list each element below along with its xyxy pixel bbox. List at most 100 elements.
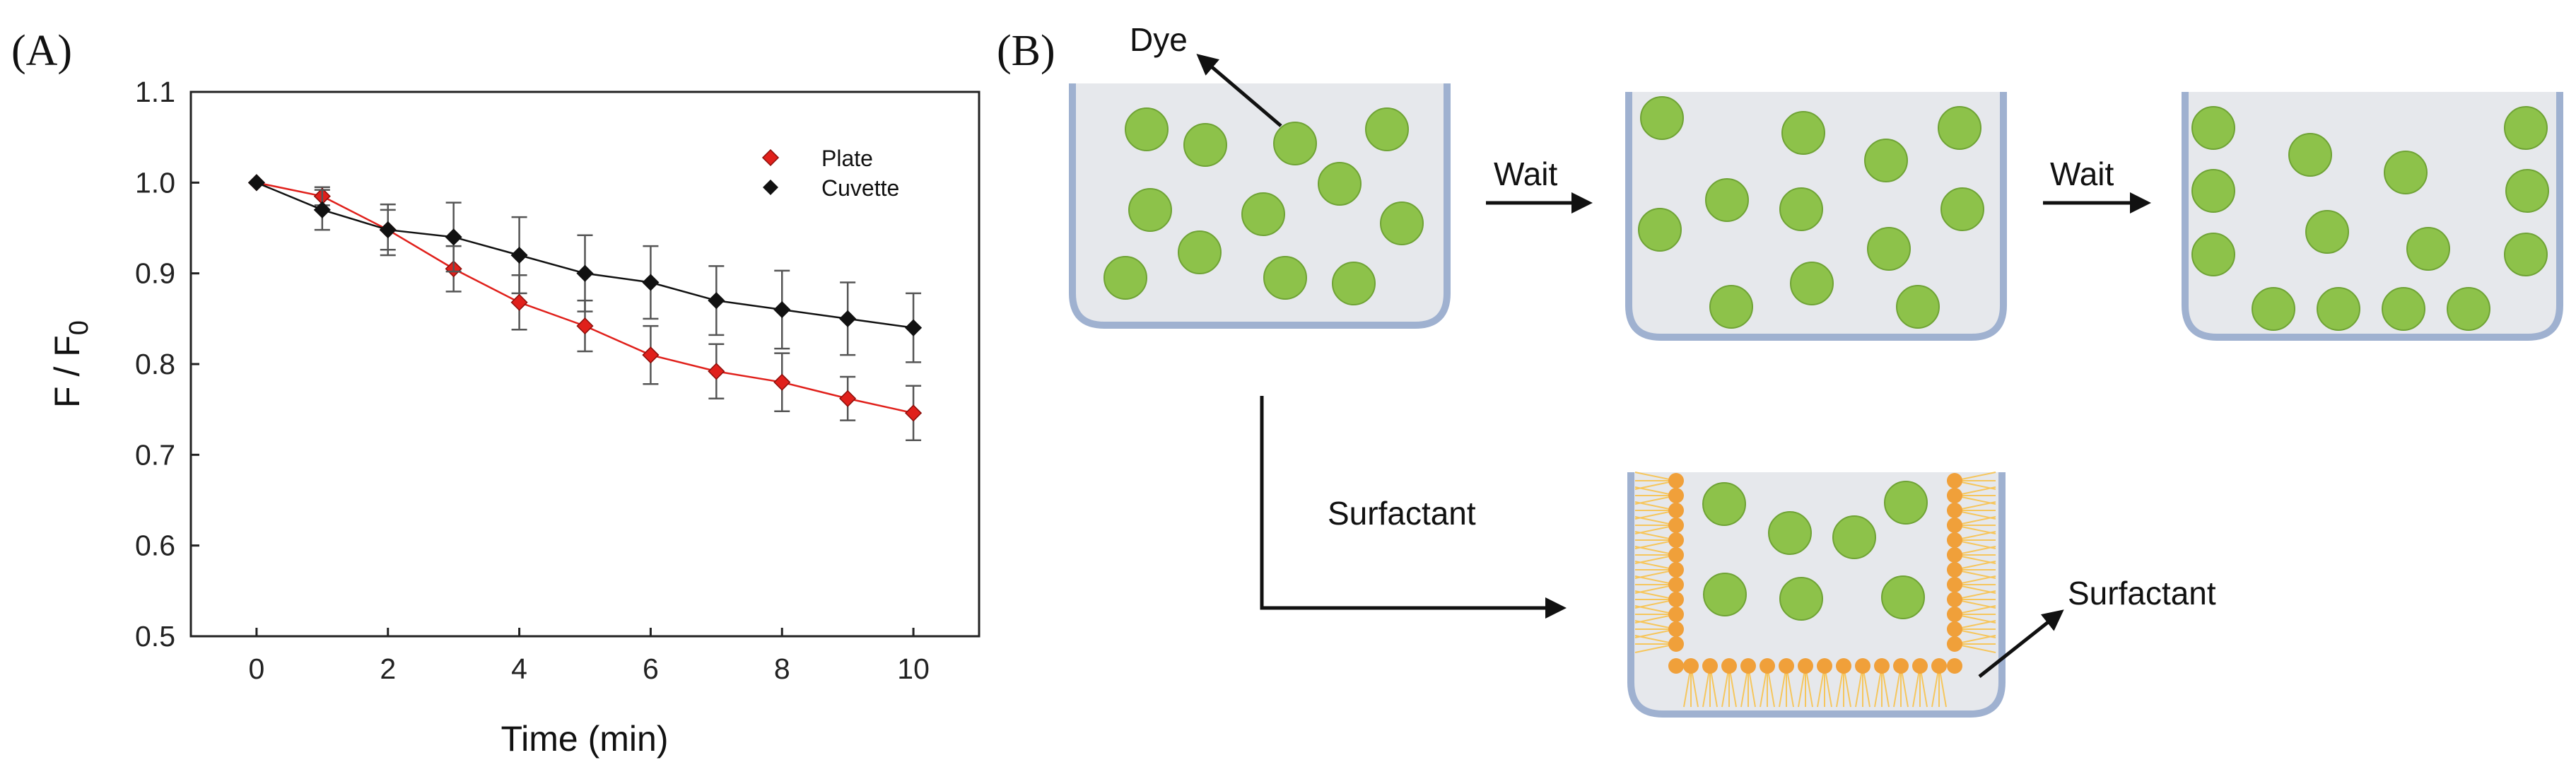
dye-particle	[1318, 162, 1362, 206]
surfactant-head	[1817, 658, 1832, 674]
surfactant-head	[1947, 488, 1962, 503]
well-surfactant	[1627, 472, 2006, 718]
dye-particle	[1790, 262, 1834, 305]
x-tick-label: 8	[774, 653, 790, 685]
y-tick-label: 0.8	[135, 348, 175, 380]
dye-particle	[1125, 107, 1169, 151]
data-point-plate	[642, 346, 660, 364]
data-point-cuvette	[313, 201, 331, 218]
x-tick-label: 4	[511, 653, 527, 685]
surfactant-head	[1702, 658, 1718, 674]
y-tick-label: 0.7	[135, 438, 175, 471]
surfactant-head	[1668, 547, 1684, 563]
dye-particle	[1178, 230, 1222, 274]
legend: Plate Cuvette	[761, 146, 899, 201]
y-tick-label: 1.1	[135, 76, 175, 108]
dye-particle	[1779, 577, 1823, 621]
surfactant-head	[1668, 488, 1684, 503]
surfactant-head	[1836, 658, 1851, 674]
y-tick-label: 1.0	[135, 166, 175, 199]
well-wait-2	[2182, 92, 2563, 341]
y-tick-label: 0.9	[135, 257, 175, 290]
dye-particle	[2384, 151, 2428, 194]
data-point-cuvette	[576, 264, 594, 282]
surfactant-head	[1740, 658, 1756, 674]
dye-particle	[1241, 192, 1285, 236]
plot-frame	[189, 90, 980, 638]
x-tick-label: 10	[897, 653, 930, 685]
surfactant-head	[1947, 532, 1962, 548]
data-point-plate	[839, 390, 857, 407]
surfactant-head	[1947, 503, 1962, 518]
dye-particle	[1768, 511, 1812, 555]
well-initial-wall	[1069, 83, 1451, 329]
dye-particle	[1864, 139, 1908, 182]
surfactant-head	[1855, 658, 1870, 674]
x-tick-label: 2	[380, 653, 396, 685]
data-point-plate	[510, 293, 528, 311]
surfactant-head	[1760, 658, 1775, 674]
surfactant-pointer-arrow	[1978, 609, 2064, 678]
dye-particle	[1867, 227, 1911, 271]
dye-particle	[2191, 106, 2235, 150]
dye-particle	[1702, 482, 1746, 526]
dye-particle	[2504, 233, 2548, 276]
well-wait-2-body	[2185, 92, 2560, 337]
dye-particle	[1709, 285, 1753, 329]
data-point-plate	[905, 404, 923, 422]
legend-marker-plate	[761, 148, 780, 167]
surfactant-head	[1947, 517, 1962, 533]
dye-particle	[1183, 123, 1227, 167]
surfactant-head	[1874, 658, 1890, 674]
surfactant-head	[1947, 473, 1962, 488]
dye-particle	[1896, 285, 1940, 329]
series-cuvette	[247, 174, 923, 363]
surfactant-head	[1683, 658, 1699, 674]
well-wait-2-wall	[2182, 92, 2563, 341]
dye-particle	[1128, 188, 1172, 232]
surfactant-head	[1668, 592, 1684, 607]
dye-particle	[2191, 169, 2235, 213]
data-point-cuvette	[642, 274, 660, 291]
data-point-plate	[576, 317, 594, 335]
surfactant-head	[1668, 607, 1684, 622]
surfactant-head	[1947, 547, 1962, 563]
dye-label: Dye	[1130, 21, 1188, 58]
dye-particle	[1705, 178, 1749, 222]
dye-particle	[1940, 187, 1984, 231]
dye-particle	[1638, 208, 1682, 252]
surfactant-head	[1668, 503, 1684, 518]
surfactant-head	[1947, 636, 1962, 652]
dye-pointer-arrow	[1196, 54, 1282, 127]
data-point-cuvette	[445, 228, 462, 246]
surfactant-branch-arrow	[1260, 396, 1567, 619]
dye-particles-initial	[1103, 107, 1424, 305]
surfactant-head	[1947, 592, 1962, 607]
x-tick-label: 0	[249, 653, 265, 685]
legend-marker-cuvette	[763, 180, 778, 195]
y-axis-label: F / F0	[47, 320, 94, 408]
dye-particle	[2191, 233, 2235, 276]
data-point-cuvette	[708, 292, 725, 310]
dye-particle	[1781, 111, 1825, 155]
surfactant-head	[1912, 658, 1928, 674]
legend-label-cuvette: Cuvette	[821, 175, 899, 201]
diagram: Dye Wait Wait Surfactant	[1069, 21, 2563, 718]
surfactant-branch-label: Surfactant	[1328, 495, 1476, 532]
panel-b-label: (B)	[997, 27, 1055, 75]
surfactant-head	[1668, 562, 1684, 578]
surfactant-head	[1947, 562, 1962, 578]
y-tick-label: 0.5	[135, 620, 175, 653]
dye-particle	[2317, 287, 2360, 331]
dye-particle	[2447, 287, 2490, 331]
dye-particle	[1640, 96, 1684, 140]
legend-label-plate: Plate	[821, 146, 873, 171]
data-point-cuvette	[379, 221, 397, 239]
well-wait-1	[1625, 92, 2007, 341]
y-axis-label-subscript: 0	[64, 320, 94, 335]
wait-label-2: Wait	[2050, 156, 2114, 192]
well-surfactant-wall	[1627, 472, 2006, 718]
data-point-cuvette	[905, 319, 923, 337]
dye-particle	[1263, 256, 1307, 300]
